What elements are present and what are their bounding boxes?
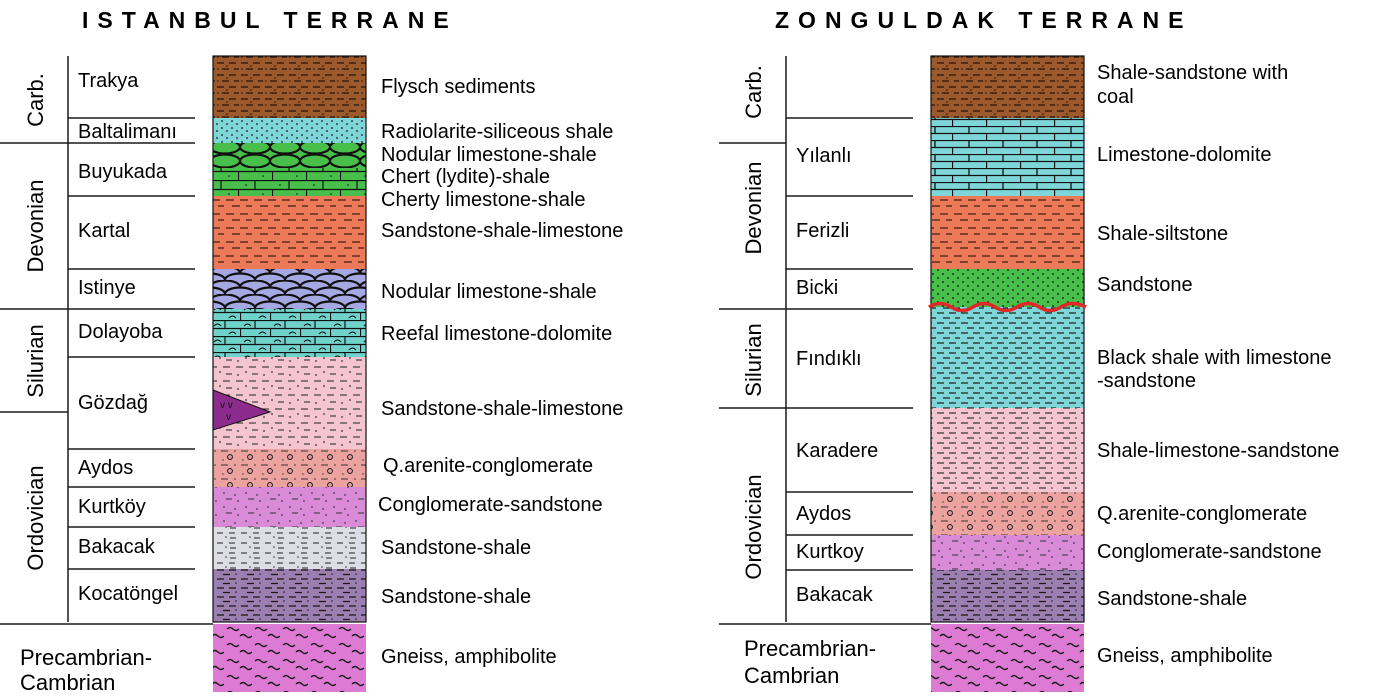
lithology-label: Reefal limestone-dolomite: [381, 323, 612, 345]
lithology-label: Sandstone-shale: [381, 586, 531, 608]
unconformity-line: [928, 301, 1087, 313]
unit-label: Baltalimanı: [78, 121, 177, 143]
lithology-label: Limestone-dolomite: [1097, 144, 1272, 166]
unit-label: Yılanlı: [796, 145, 852, 167]
layer-istinye-nodular: [213, 269, 366, 309]
left-stratigraphic-column: v v v: [212, 55, 367, 692]
layer-buyukada-limestone: [213, 168, 366, 196]
unit-label: Karadere: [796, 440, 878, 462]
right-stratigraphic-column: [928, 55, 1087, 692]
layer-kurtkoy-conglomerate: [931, 535, 1084, 570]
lithology-label: Nodular limestone-shale: [381, 281, 597, 303]
lithology-label: Q.arenite-conglomerate: [1097, 503, 1307, 525]
layer-gneiss: [931, 624, 1084, 692]
lithology-label: Radiolarite-siliceous shale: [381, 121, 613, 143]
lithology-label: Gneiss, amphibolite: [381, 646, 557, 668]
unit-label: Bakacak: [796, 584, 874, 606]
layer-kocatongel-purple: [213, 569, 366, 622]
unit-label: Aydos: [796, 503, 851, 525]
layer-kartal-orange: [213, 196, 366, 269]
layer-ferizli-shale: [931, 196, 1084, 269]
right-period-lines: [719, 56, 931, 625]
period-label-ordovician: Ordovician: [741, 474, 766, 579]
lithology-label: Flysch sediments: [381, 76, 536, 98]
layer-carb-shale-coal: [931, 56, 1084, 118]
lithology-label: Q.arenite-conglomerate: [383, 455, 593, 477]
left-terrane-title: ISTANBUL TERRANE: [82, 7, 458, 33]
layer-gneiss: [213, 624, 366, 692]
layer-findikli-blackshale: [931, 307, 1084, 408]
lithology-label: Shale-sandstone with: [1097, 62, 1288, 84]
period-label-devonian: Devonian: [741, 162, 766, 255]
lithology-label: Gneiss, amphibolite: [1097, 645, 1273, 667]
unit-label: Gözdağ: [78, 392, 148, 414]
layer-trakya-flysch: [213, 56, 366, 118]
layer-baltalimani-radiolarite: [213, 118, 366, 143]
lithology-label: Nodular limestone-shale: [381, 144, 597, 166]
layer-bakacak-grey: [213, 527, 366, 569]
lithology-label: coal: [1097, 86, 1134, 108]
period-label-precambrian: Precambrian-: [20, 645, 152, 670]
unit-label: Ferizli: [796, 220, 849, 242]
layer-bicki-sandstone: [931, 269, 1084, 307]
period-label-carb: Carb.: [741, 65, 766, 119]
unit-label: Kurtkoy: [796, 541, 864, 563]
lithology-label: Sandstone-shale-limestone: [381, 398, 623, 420]
unit-label: Fındıklı: [796, 348, 862, 370]
unit-label: Kocatöngel: [78, 583, 178, 605]
unit-label: Bakacak: [78, 536, 156, 558]
period-label-cambrian: Cambrian: [744, 663, 839, 688]
lithology-label: Cherty limestone-shale: [381, 189, 586, 211]
layer-aydos-qarenite: [931, 492, 1084, 535]
lithology-label: Black shale with limestone: [1097, 347, 1332, 369]
left-period-lines: [0, 56, 213, 625]
layer-dolayoba-reefal: [213, 309, 366, 357]
unit-label: Aydos: [78, 457, 133, 479]
unit-label: Buyukada: [78, 161, 168, 183]
period-label-devonian: Devonian: [23, 180, 48, 273]
lithology-label: Sandstone-shale-limestone: [381, 220, 623, 242]
volcanic-v-mark: v: [226, 412, 231, 423]
unit-label: Trakya: [78, 70, 139, 92]
layer-yilanli-limestone: [931, 118, 1084, 196]
layer-buyukada-nodular: [213, 143, 366, 168]
lithology-label: Sandstone: [1097, 274, 1193, 296]
layer-aydos-qarenite: [213, 449, 366, 487]
unit-label: Bicki: [796, 277, 838, 299]
period-label-silurian: Silurian: [741, 323, 766, 396]
lithology-label: Sandstone-shale: [381, 537, 531, 559]
period-label-precambrian: Precambrian-: [744, 636, 876, 661]
period-label-cambrian: Cambrian: [20, 670, 115, 695]
lithology-label: -sandstone: [1097, 370, 1196, 392]
period-label-silurian: Silurian: [23, 324, 48, 397]
period-label-carb: Carb.: [23, 73, 48, 127]
period-label-ordovician: Ordovician: [23, 465, 48, 570]
unit-label: Istinye: [78, 277, 136, 299]
unit-label: Kartal: [78, 220, 130, 242]
lithology-label: Conglomerate-sandstone: [378, 494, 603, 516]
unit-label: Kurtköy: [78, 496, 146, 518]
layer-kurtkoy-conglomerate: [213, 487, 366, 527]
lithology-label: Chert (lydite)-shale: [381, 166, 550, 188]
layer-karadere-pink: [931, 408, 1084, 492]
layer-bakacak-purple: [931, 570, 1084, 622]
right-terrane-title: ZONGULDAK TERRANE: [775, 7, 1193, 33]
unit-label: Dolayoba: [78, 321, 163, 343]
volcanic-v-mark: v v: [220, 400, 233, 411]
lithology-label: Conglomerate-sandstone: [1097, 541, 1322, 563]
lithology-label: Shale-limestone-sandstone: [1097, 440, 1339, 462]
lithology-label: Shale-siltstone: [1097, 223, 1228, 245]
lithology-label: Sandstone-shale: [1097, 588, 1247, 610]
